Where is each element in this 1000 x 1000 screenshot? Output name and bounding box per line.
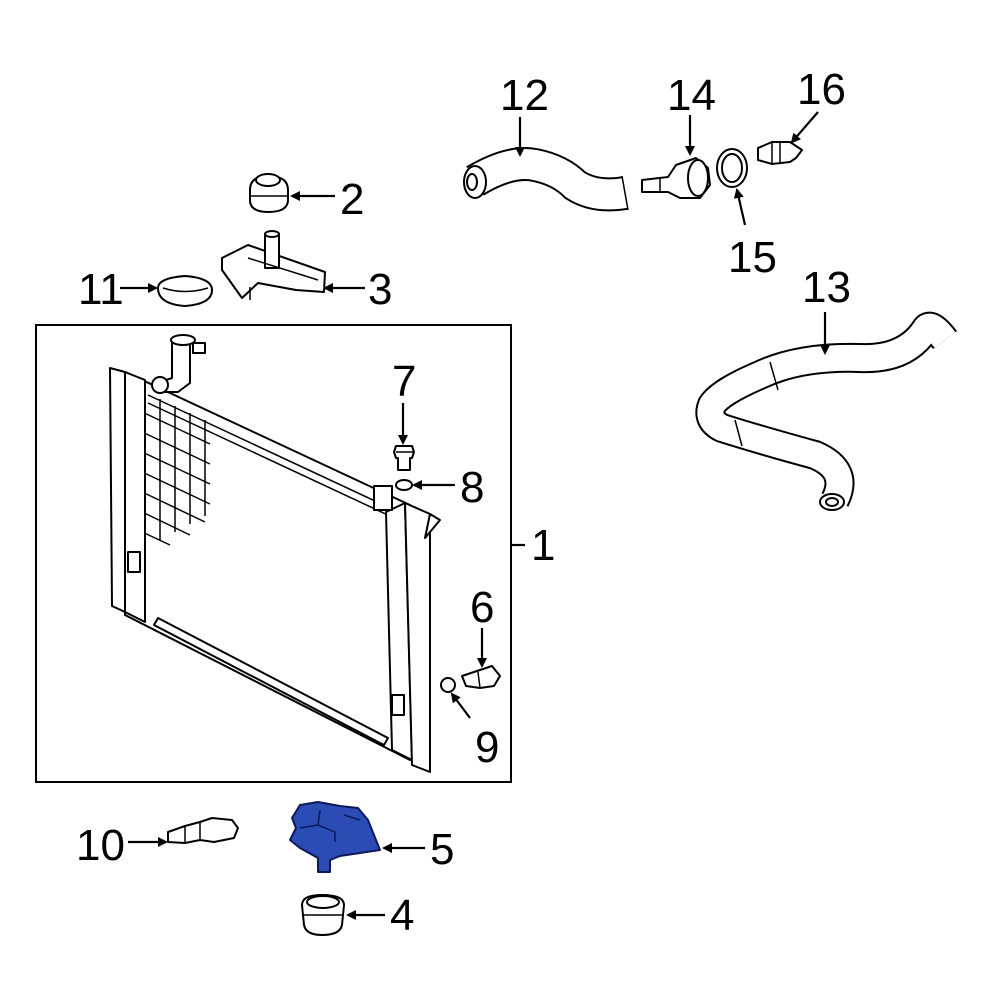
- callout-labels: 1 2 3 4 5 6 7 8 9 10 11 12 13 14 15 16: [76, 65, 851, 940]
- part-6-drain-cock[interactable]: [461, 665, 501, 689]
- callout-5: 5: [430, 825, 454, 874]
- leader-15: [733, 188, 747, 226]
- leader-lines: [120, 111, 830, 920]
- callout-4: 4: [390, 891, 414, 940]
- callout-6: 6: [470, 583, 494, 632]
- callout-9: 9: [475, 723, 499, 772]
- part-16-clip[interactable]: [757, 141, 803, 165]
- callout-12: 12: [500, 71, 549, 120]
- part-14-hose-connector[interactable]: [641, 157, 711, 199]
- part-2-mount-cushion[interactable]: [249, 173, 289, 213]
- callout-15: 15: [728, 233, 777, 282]
- part-11-radiator-cap[interactable]: [157, 275, 213, 307]
- callout-8: 8: [460, 463, 484, 512]
- callout-3: 3: [368, 265, 392, 314]
- part-10-sensor[interactable]: [167, 817, 239, 844]
- part-5-lower-bracket[interactable]: [289, 801, 381, 873]
- part-7-drain-plug[interactable]: [393, 445, 415, 471]
- callout-10: 10: [76, 821, 125, 870]
- callout-1: 1: [531, 521, 555, 570]
- callout-13: 13: [802, 263, 851, 312]
- part-13-lower-hose[interactable]: [695, 311, 957, 511]
- part-8-o-ring[interactable]: [395, 479, 413, 491]
- callout-7: 7: [392, 357, 416, 406]
- radiator-assembly-frame: [35, 324, 512, 783]
- callout-2: 2: [340, 175, 364, 224]
- callout-16: 16: [797, 65, 846, 114]
- part-3-upper-bracket[interactable]: [221, 230, 326, 300]
- part-12-upper-hose[interactable]: [463, 147, 629, 212]
- leader-16: [790, 111, 819, 144]
- part-9-gasket[interactable]: [440, 677, 456, 693]
- part-4-lower-cushion[interactable]: [301, 894, 345, 936]
- callout-14: 14: [667, 71, 716, 120]
- radiator[interactable]: [109, 334, 441, 773]
- part-15-o-ring[interactable]: [716, 148, 748, 188]
- callout-11: 11: [78, 265, 124, 314]
- leader-9: [450, 692, 471, 719]
